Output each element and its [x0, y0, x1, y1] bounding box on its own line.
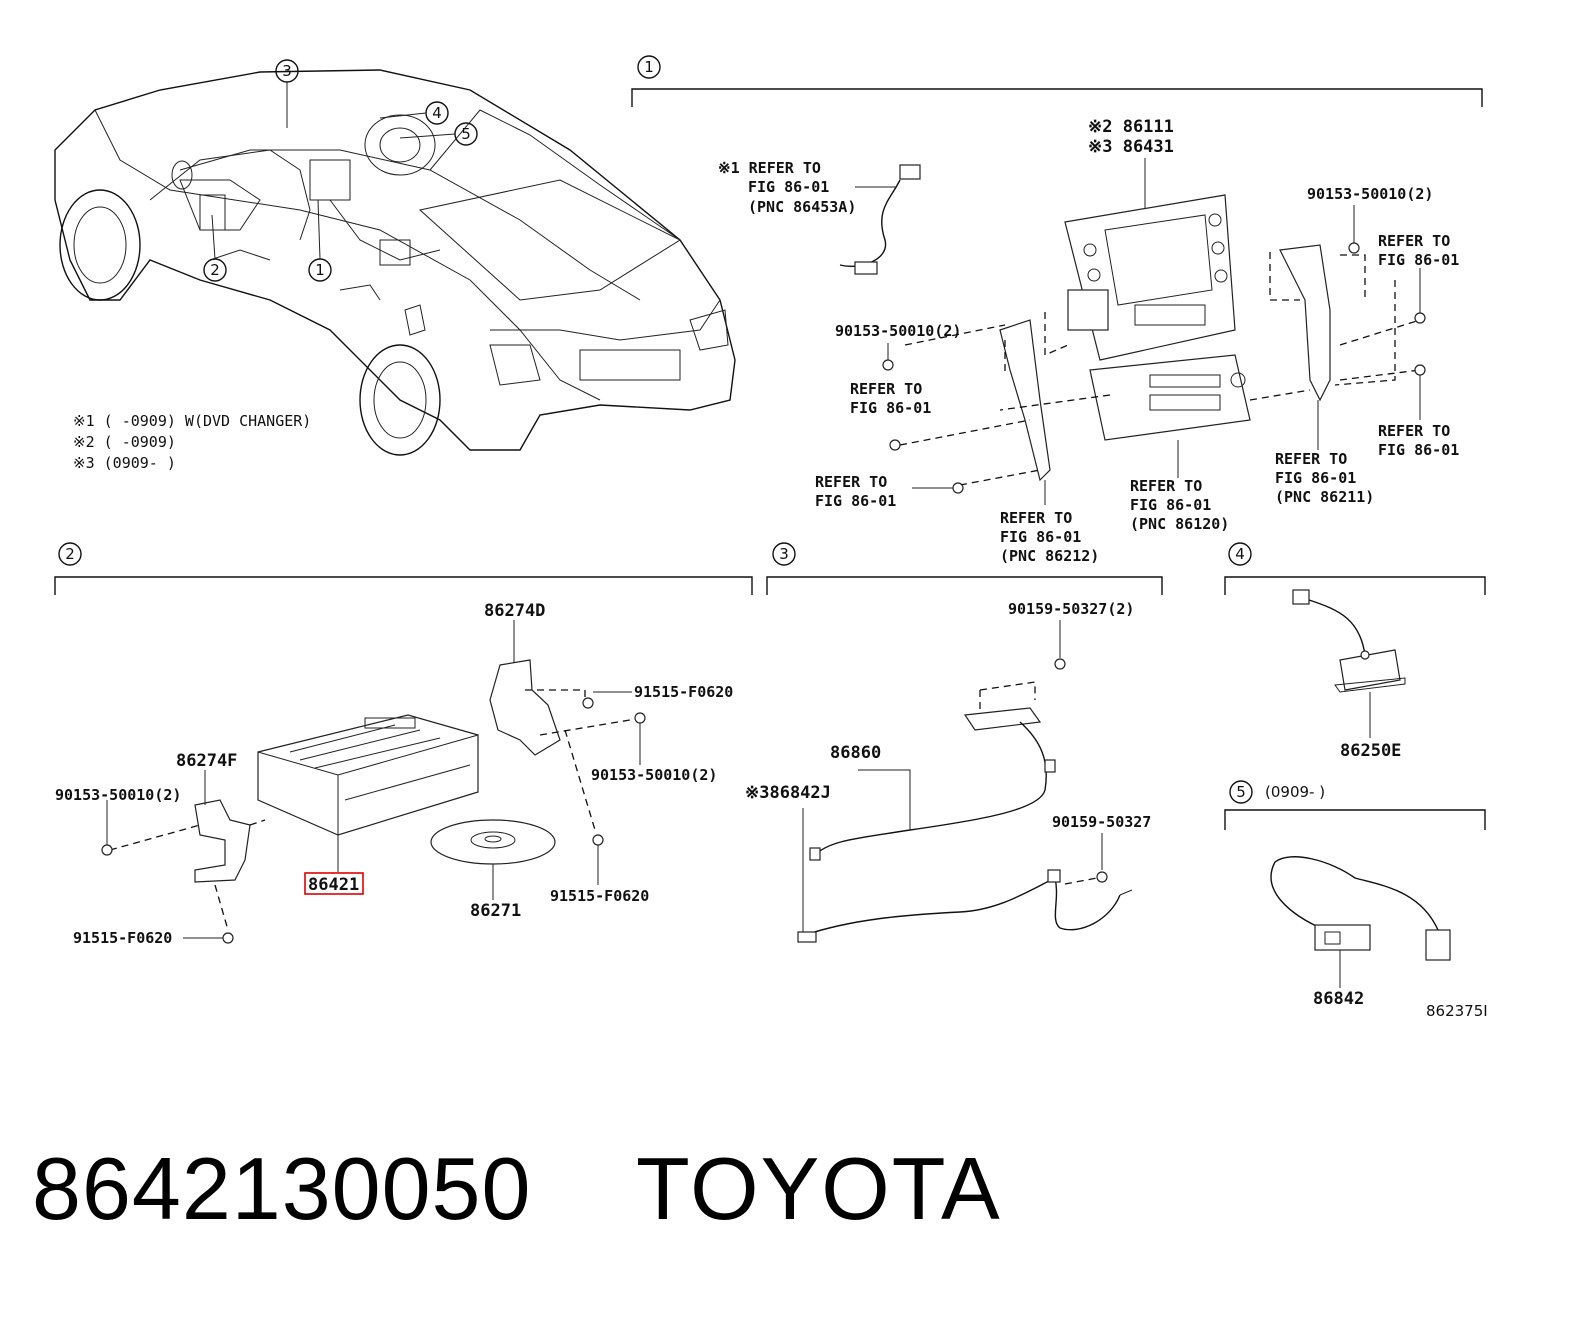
label-bolt-91515-top: 91515-F0620: [634, 683, 733, 701]
section-4-module: 4 86250E: [1224, 542, 1486, 761]
label-86111: ※2 86111: [1088, 117, 1174, 137]
label-ref-r1b: FIG 86-01: [1378, 251, 1459, 269]
label-86431: ※3 86431: [1088, 137, 1174, 157]
bracket-right: [1279, 244, 1331, 402]
callout-1-label: 1: [315, 261, 325, 279]
label-ref-l1a: REFER TO: [850, 380, 922, 398]
label-bolt-90153-left: 90153-50010(2): [55, 786, 181, 804]
label-86860: 86860: [830, 743, 881, 763]
part-number-caption: 8642130050: [32, 1139, 532, 1238]
label-86274D: 86274D: [484, 601, 545, 621]
label-ref-l1b: FIG 86-01: [850, 399, 931, 417]
section-3-marker: [772, 542, 796, 566]
label-86250E: 86250E: [1340, 741, 1401, 761]
callout-4-label: 4: [432, 104, 442, 122]
bracket-86274F: [194, 799, 251, 883]
note-3: ※3 (0909- ): [73, 454, 176, 472]
label-ref-b3c: (PNC 86211): [1275, 488, 1374, 506]
label-86842: 86842: [1313, 989, 1364, 1009]
label-86421: 86421: [308, 875, 359, 895]
label-ref-b1a: REFER TO: [1000, 509, 1072, 527]
label-ref-b3a: REFER TO: [1275, 450, 1347, 468]
section-1-marker: [637, 55, 661, 79]
section-5-cable: 5 (0909- ) 86842: [1224, 780, 1486, 1009]
label-ref-b3b: FIG 86-01: [1275, 469, 1356, 487]
label-86274F: 86274F: [176, 751, 237, 771]
label-ref-b1c: (PNC 86212): [1000, 547, 1099, 565]
section-4-marker: [1228, 542, 1252, 566]
figure-code: 862375I: [1426, 1002, 1488, 1020]
section-2-number: 2: [65, 545, 75, 563]
callout-3-label: 3: [282, 62, 292, 80]
label-ref-r2a: REFER TO: [1378, 422, 1450, 440]
note-1: ※1 ( -0909) W(DVD CHANGER): [73, 412, 311, 430]
section-2-marker: [58, 542, 82, 566]
section-3-number: 3: [779, 545, 789, 563]
label-ref-1c: (PNC 86453A): [748, 198, 856, 216]
label-ref-b1b: FIG 86-01: [1000, 528, 1081, 546]
bracket-left: [999, 319, 1051, 482]
label-90159-bottom: 90159-50327: [1052, 813, 1151, 831]
section-5-marker: [1229, 780, 1253, 804]
car-illustration: 3 4 5 2 1 ※1 ( -0909) W(DVD CHANGER) ※2 …: [54, 59, 736, 472]
label-bolt-90153-right: 90153-50010(2): [591, 766, 717, 784]
note-2: ※2 ( -0909): [73, 433, 176, 451]
audio-unit: [1089, 354, 1251, 441]
label-bolt-91515-right: 91515-F0620: [550, 887, 649, 905]
section-5-number: 5: [1236, 783, 1246, 801]
label-bolt-91515-bottom: 91515-F0620: [73, 929, 172, 947]
connector-86842: [1314, 924, 1371, 951]
label-ref-b2b: FIG 86-01: [1130, 496, 1211, 514]
bracket-86274D: [489, 659, 561, 756]
section-3-wiring: 3 90159-50327(2) 86860 ※386842J 90159-50…: [745, 542, 1163, 943]
label-86271: 86271: [470, 901, 521, 921]
brand-caption: TOYOTA: [636, 1139, 1002, 1238]
section-5-date: (0909- ): [1265, 783, 1325, 801]
label-ref-1a: ※1 REFER TO: [718, 159, 821, 177]
label-bolt-l: 90153-50010(2): [835, 322, 961, 340]
dvd-changer-box: [257, 714, 479, 836]
callout-5-label: 5: [461, 125, 471, 143]
callout-2-label: 2: [210, 261, 220, 279]
highlight-86421: [304, 872, 364, 895]
label-bolt-tr: 90153-50010(2): [1307, 185, 1433, 203]
section-4-number: 4: [1235, 545, 1245, 563]
section-1-number: 1: [644, 58, 654, 76]
label-ref-r2b: FIG 86-01: [1378, 441, 1459, 459]
label-ref-b2a: REFER TO: [1130, 477, 1202, 495]
section-2-dvd-changer: 2 86421 86271 86274D 86274F 90153-50010(…: [54, 542, 753, 947]
label-86842J: ※386842J: [745, 783, 831, 803]
label-ref-l2a: REFER TO: [815, 473, 887, 491]
label-ref-l2b: FIG 86-01: [815, 492, 896, 510]
label-ref-b2c: (PNC 86120): [1130, 515, 1229, 533]
label-ref-r1a: REFER TO: [1378, 232, 1450, 250]
label-90159-top: 90159-50327(2): [1008, 600, 1134, 618]
section-1-head-unit: 1 ※1 REFER TO FIG 86-01 (PNC 86453A) ※2 …: [631, 55, 1483, 565]
label-ref-1b: FIG 86-01: [748, 178, 829, 196]
antenna-module: [963, 707, 1042, 731]
